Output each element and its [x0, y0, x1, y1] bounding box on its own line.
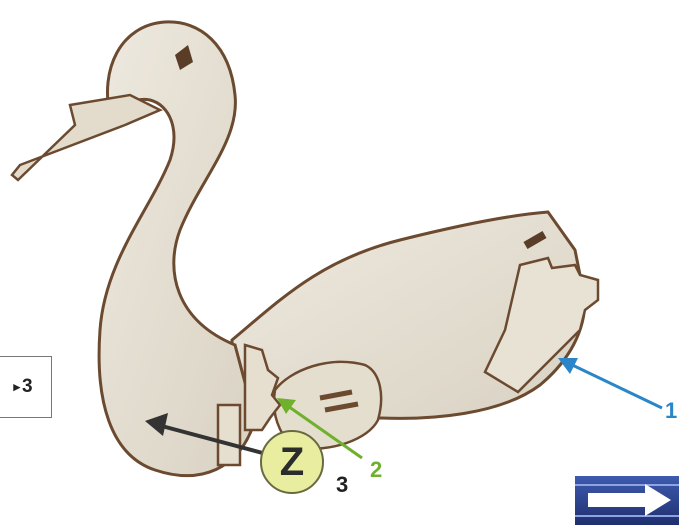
- step-box: ▸ 3: [0, 356, 52, 418]
- base-tab: [218, 405, 240, 465]
- step-number: 3: [22, 376, 33, 398]
- swan-beak: [12, 95, 160, 180]
- part-badge: Z: [260, 430, 324, 494]
- next-button[interactable]: [575, 476, 679, 525]
- callout-number-1: 1: [665, 398, 677, 424]
- part-count: 3: [336, 472, 348, 498]
- arrow-1: [566, 362, 662, 408]
- step-arrow-icon: ▸: [13, 379, 20, 395]
- callout-number-2: 2: [370, 457, 382, 483]
- part-letter: Z: [280, 440, 304, 485]
